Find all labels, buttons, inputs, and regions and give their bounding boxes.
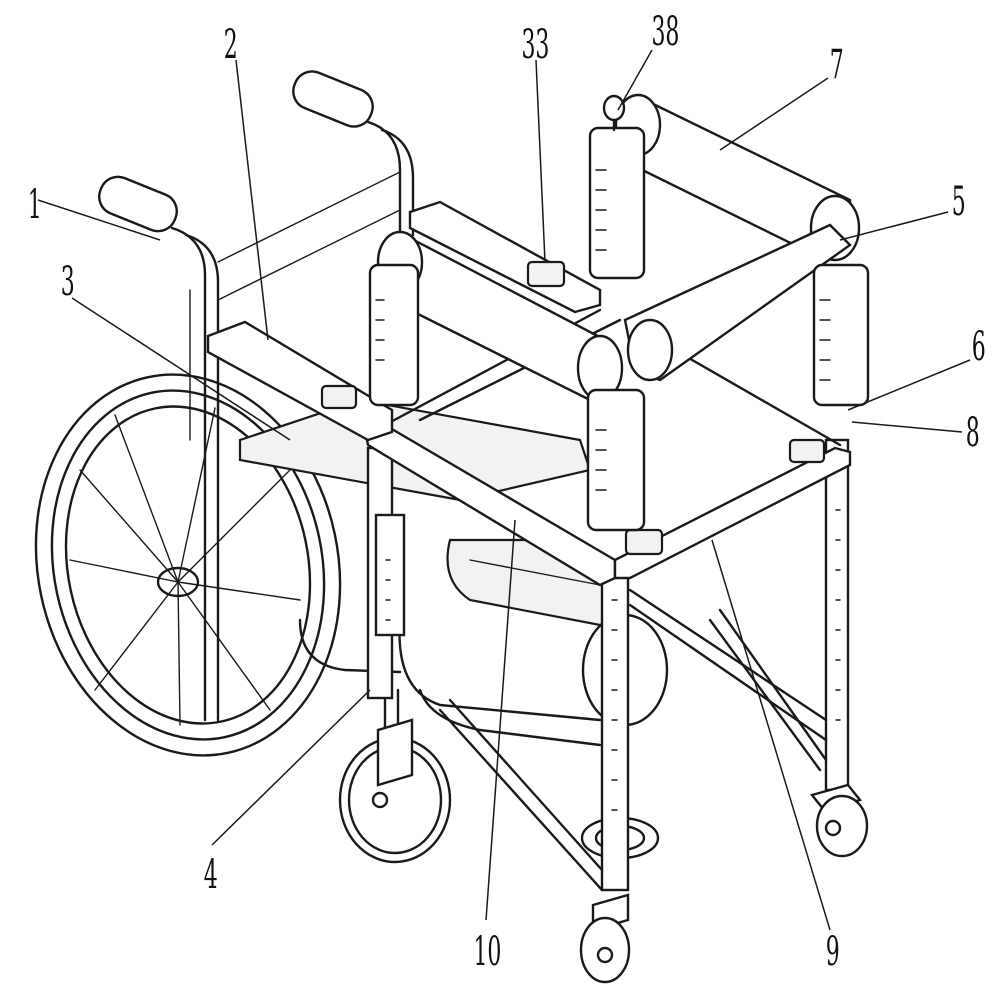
frame-braces xyxy=(438,588,828,892)
column-rear-right xyxy=(809,438,869,858)
callout-label-8: 8 xyxy=(966,409,980,456)
callout-label-10: 10 xyxy=(473,928,501,975)
callout-label-1: 1 xyxy=(28,181,42,228)
chest-support-bar xyxy=(206,200,826,556)
leader-3 xyxy=(71,297,291,441)
leader-6 xyxy=(847,359,971,411)
standing-frame xyxy=(206,93,870,984)
leader-4 xyxy=(211,689,371,846)
leader-2 xyxy=(235,59,269,341)
leader-38 xyxy=(617,49,653,111)
sleeve-right xyxy=(812,263,870,407)
leader-9 xyxy=(711,539,831,931)
top-frame xyxy=(363,308,852,587)
armpit-roller-right xyxy=(614,93,861,382)
leader-8 xyxy=(851,421,963,433)
callout-label-33: 33 xyxy=(521,21,549,68)
callout-labels: 1 2 3 4 5 6 7 8 9 10 33 38 xyxy=(28,8,986,975)
callout-label-6: 6 xyxy=(972,323,986,370)
sleeve-front-center xyxy=(586,388,646,532)
backrest xyxy=(217,171,401,301)
leader-7 xyxy=(719,77,829,151)
callout-label-9: 9 xyxy=(826,928,840,975)
callout-label-4: 4 xyxy=(204,851,218,898)
callout-label-2: 2 xyxy=(224,21,238,68)
wheelchair xyxy=(34,70,669,864)
leader-5 xyxy=(839,211,949,241)
leader-lines xyxy=(37,49,971,931)
callout-label-7: 7 xyxy=(830,41,844,88)
sleeve-rear-left xyxy=(588,126,646,280)
column-front-left xyxy=(366,446,406,700)
callout-label-5: 5 xyxy=(952,178,966,225)
leader-10 xyxy=(485,519,516,921)
push-handle-right xyxy=(292,70,415,237)
callout-label-38: 38 xyxy=(651,8,679,55)
rear-wheel xyxy=(34,373,342,757)
adjustment-knob xyxy=(602,94,626,132)
sleeve-left xyxy=(368,263,420,407)
callout-label-3: 3 xyxy=(61,258,75,305)
column-front-right xyxy=(579,558,631,984)
leader-33 xyxy=(535,59,546,263)
wheelchair-caster xyxy=(338,688,452,864)
leader-1 xyxy=(37,199,161,241)
push-handle-left xyxy=(98,175,220,472)
